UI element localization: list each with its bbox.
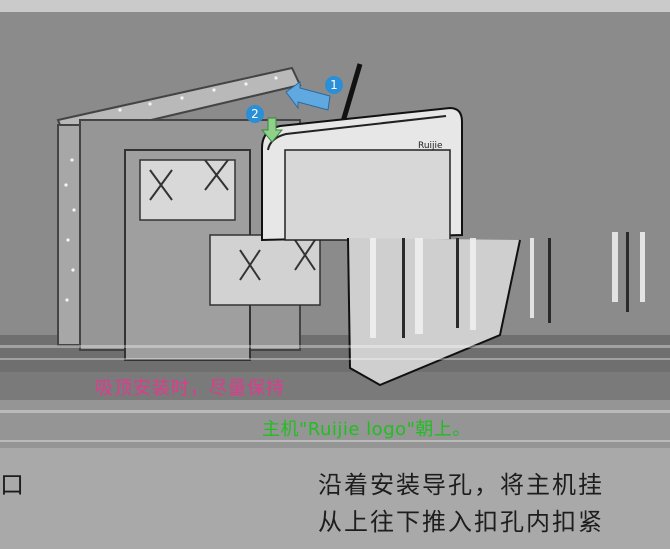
access-point-device: Ruijie [261,106,645,387]
instruction-line-1: 沿着安装导孔，将主机挂 [318,471,604,499]
antenna [339,63,363,126]
step-1-badge: 1 [325,76,343,94]
logo-orientation-note: 主机"Ruijie logo"朝上。 [262,419,471,440]
mounting-bracket [124,149,321,361]
instruction-line-2: 从上往下推入扣孔内扣紧 [318,508,604,536]
left-cut-text: 口 [0,471,24,499]
step-arrows [260,81,331,143]
svg-text:Ruijie: Ruijie [418,141,443,151]
step-2-badge: 2 [246,105,264,123]
ceiling-mount-note: 吸顶安装时，尽量保持 [95,378,285,399]
